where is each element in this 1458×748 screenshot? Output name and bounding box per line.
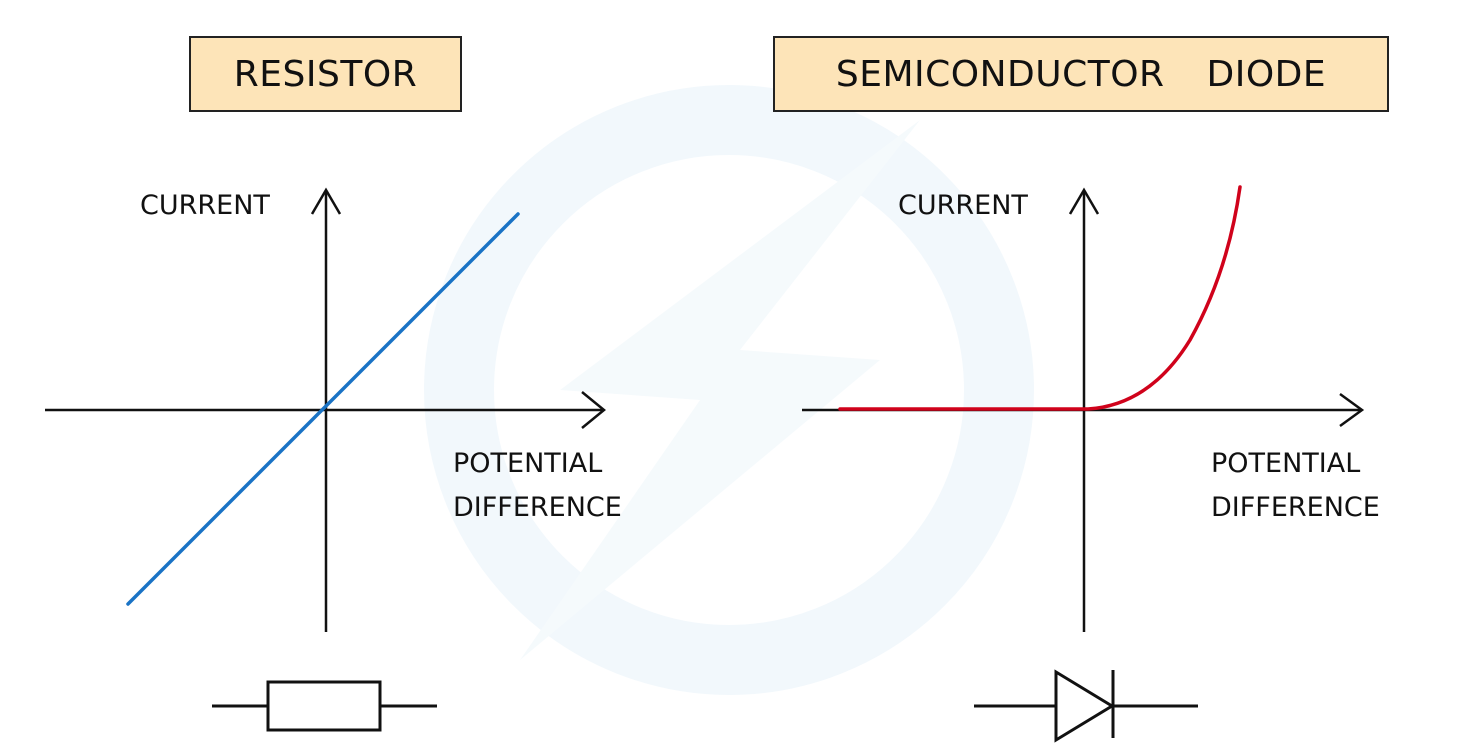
diode-graph: CURRENT POTENTIAL DIFFERENCE <box>802 185 1380 632</box>
resistor-graph: CURRENT POTENTIAL DIFFERENCE <box>45 187 622 632</box>
diode-x-axis-label-line2: DIFFERENCE <box>1211 492 1380 523</box>
resistor-symbol <box>212 680 437 732</box>
diode-iv-curve <box>838 185 1242 411</box>
resistor-y-axis-arrowhead <box>310 187 342 215</box>
watermark-logo <box>424 85 1034 695</box>
resistor-x-axis-label-line1: POTENTIAL <box>453 448 602 479</box>
diode-title: SEMICONDUCTOR DIODE <box>773 36 1389 112</box>
diode-symbol <box>974 669 1198 743</box>
resistor-x-axis-label-line2: DIFFERENCE <box>453 492 622 523</box>
diode-x-axis-arrowhead <box>1339 392 1365 428</box>
diode-y-axis-arrowhead <box>1068 187 1100 215</box>
resistor-title: RESISTOR <box>189 36 462 112</box>
diode-x-axis-label-line1: POTENTIAL <box>1211 448 1360 479</box>
resistor-x-axis-arrowhead <box>581 391 606 429</box>
resistor-iv-line <box>126 212 520 606</box>
resistor-body <box>266 680 382 732</box>
diode-y-axis-label: CURRENT <box>898 190 1028 221</box>
diode-triangle <box>1054 669 1115 743</box>
resistor-y-axis-label: CURRENT <box>140 190 270 221</box>
